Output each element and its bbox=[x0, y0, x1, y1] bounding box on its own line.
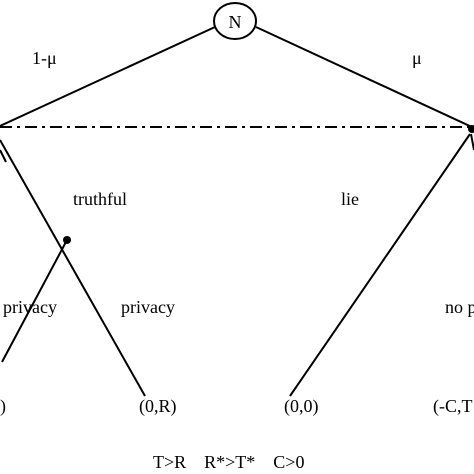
edge-truthful bbox=[0, 139, 146, 397]
receiver-node bbox=[63, 236, 71, 244]
payoff-leftmost: ) bbox=[0, 396, 6, 417]
probability-left-label: 1-μ bbox=[32, 48, 57, 68]
edge-privacy-left bbox=[1, 239, 68, 363]
action-privacy-left-label: privacy bbox=[3, 297, 57, 317]
payoff-lie: (0,0) bbox=[284, 396, 319, 417]
edge-nature-right bbox=[255, 26, 474, 129]
nature-node bbox=[213, 2, 257, 40]
probability-right-label: μ bbox=[412, 48, 422, 68]
action-no-privacy-label: no p bbox=[445, 297, 474, 317]
payoff-truthful-privacy: (0,R) bbox=[139, 396, 177, 417]
edge-left-lower bbox=[0, 149, 7, 163]
action-privacy-right-label: privacy bbox=[121, 297, 175, 317]
action-truthful-label: truthful bbox=[73, 189, 127, 209]
action-lie-label: lie bbox=[341, 189, 359, 209]
edge-nature-left bbox=[0, 26, 216, 127]
sender-node-right bbox=[468, 125, 474, 133]
payoff-rightmost: (-C,T bbox=[433, 396, 473, 417]
edge-lie bbox=[289, 133, 471, 397]
conditions-text: T>R R*>T* C>0 bbox=[153, 452, 304, 472]
nature-node-label: N bbox=[229, 12, 242, 32]
